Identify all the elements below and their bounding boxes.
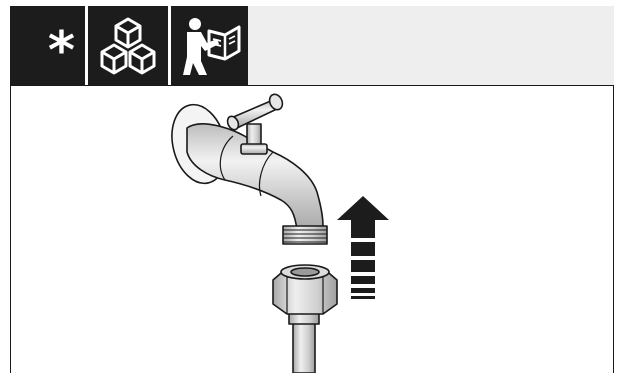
- asterisk-icon: *: [47, 20, 76, 81]
- tap-icon: [171, 93, 328, 245]
- hose-nut-icon: [272, 264, 338, 373]
- read-manual-icon: [182, 17, 240, 75]
- asterisk-icon-block: *: [10, 6, 85, 85]
- cubes-icon-block: [85, 6, 168, 85]
- header-strip: *: [10, 6, 614, 86]
- header-blank-area: [248, 6, 614, 85]
- read-manual-icon-block: [168, 6, 248, 85]
- cubes-icon: [100, 17, 156, 74]
- tap-connection-illustration: [171, 93, 389, 373]
- arrow-up-icon: [337, 196, 389, 299]
